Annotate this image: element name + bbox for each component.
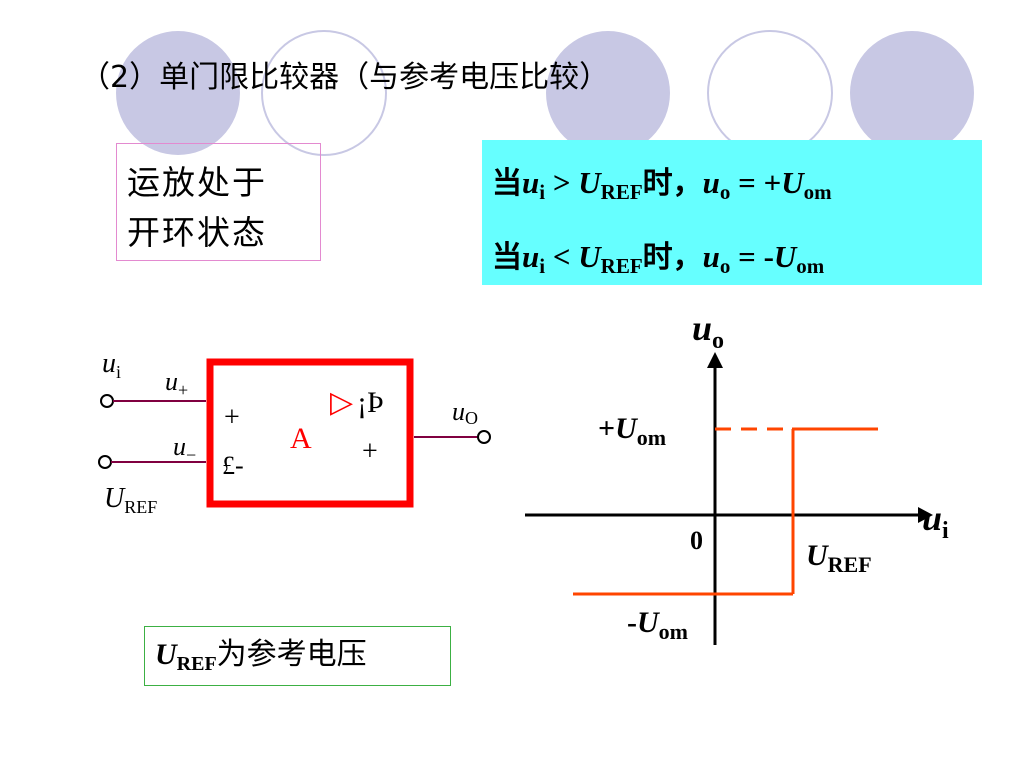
amp-letter: A [290, 422, 312, 455]
condition-box: 当ui > UREF时，uo = +Uom 当ui < UREF时，uo = -… [482, 140, 982, 285]
open-loop-note-line2: 开环状态 [127, 213, 267, 252]
decor-circle-ring [261, 30, 387, 156]
opamp-box [206, 358, 414, 508]
label-uref-input: UREF [104, 483, 157, 517]
decor-circle-filled [116, 31, 240, 155]
label-ui: ui [102, 348, 121, 382]
decor-circle-filled [546, 31, 670, 155]
condition-line-greater: 当ui > UREF时，uo = +Uom [492, 165, 832, 204]
input-terminal-uref [98, 455, 112, 469]
reference-voltage-note: UREF为参考电压 [144, 626, 451, 686]
y-axis-arrow-icon [707, 352, 723, 368]
label-u-plus: u+ [165, 367, 188, 400]
label-uo-output: uO [452, 397, 478, 428]
triangle-icon: ▷ [330, 385, 353, 420]
x-axis-label: ui [922, 498, 949, 544]
origin-label: 0 [690, 526, 703, 555]
plus-input-sign: + [224, 402, 240, 433]
comparator-circuit: ui u+ u− UREF uO + £- A ▷ ¡Þ + [98, 348, 491, 517]
x-axis-arrow-icon [918, 507, 933, 523]
infinity-garbled-symbol: ¡Þ [357, 386, 384, 419]
threshold-label: UREF [806, 539, 872, 577]
positive-level-label: +Uom [598, 412, 666, 450]
output-terminal-uo [477, 430, 491, 444]
label-u-minus: u− [173, 432, 196, 465]
open-loop-note-line1: 运放处于 [127, 163, 267, 202]
y-axis-label: uo [692, 308, 724, 354]
slide-title: （2）单门限比较器（与参考电压比较） [80, 60, 610, 95]
decor-circle-filled [850, 31, 974, 155]
input-terminal-ui [100, 394, 114, 408]
open-loop-note-box: 运放处于 开环状态 [116, 143, 321, 261]
transfer-characteristic: uo ui 0 +Uom -Uom UREF [525, 308, 949, 645]
condition-line-less: 当ui < UREF时，uo = -Uom [492, 239, 825, 278]
negative-level-label: -Uom [627, 606, 688, 644]
plus-output-sign: + [362, 436, 378, 467]
minus-input-sign: £- [222, 451, 244, 480]
